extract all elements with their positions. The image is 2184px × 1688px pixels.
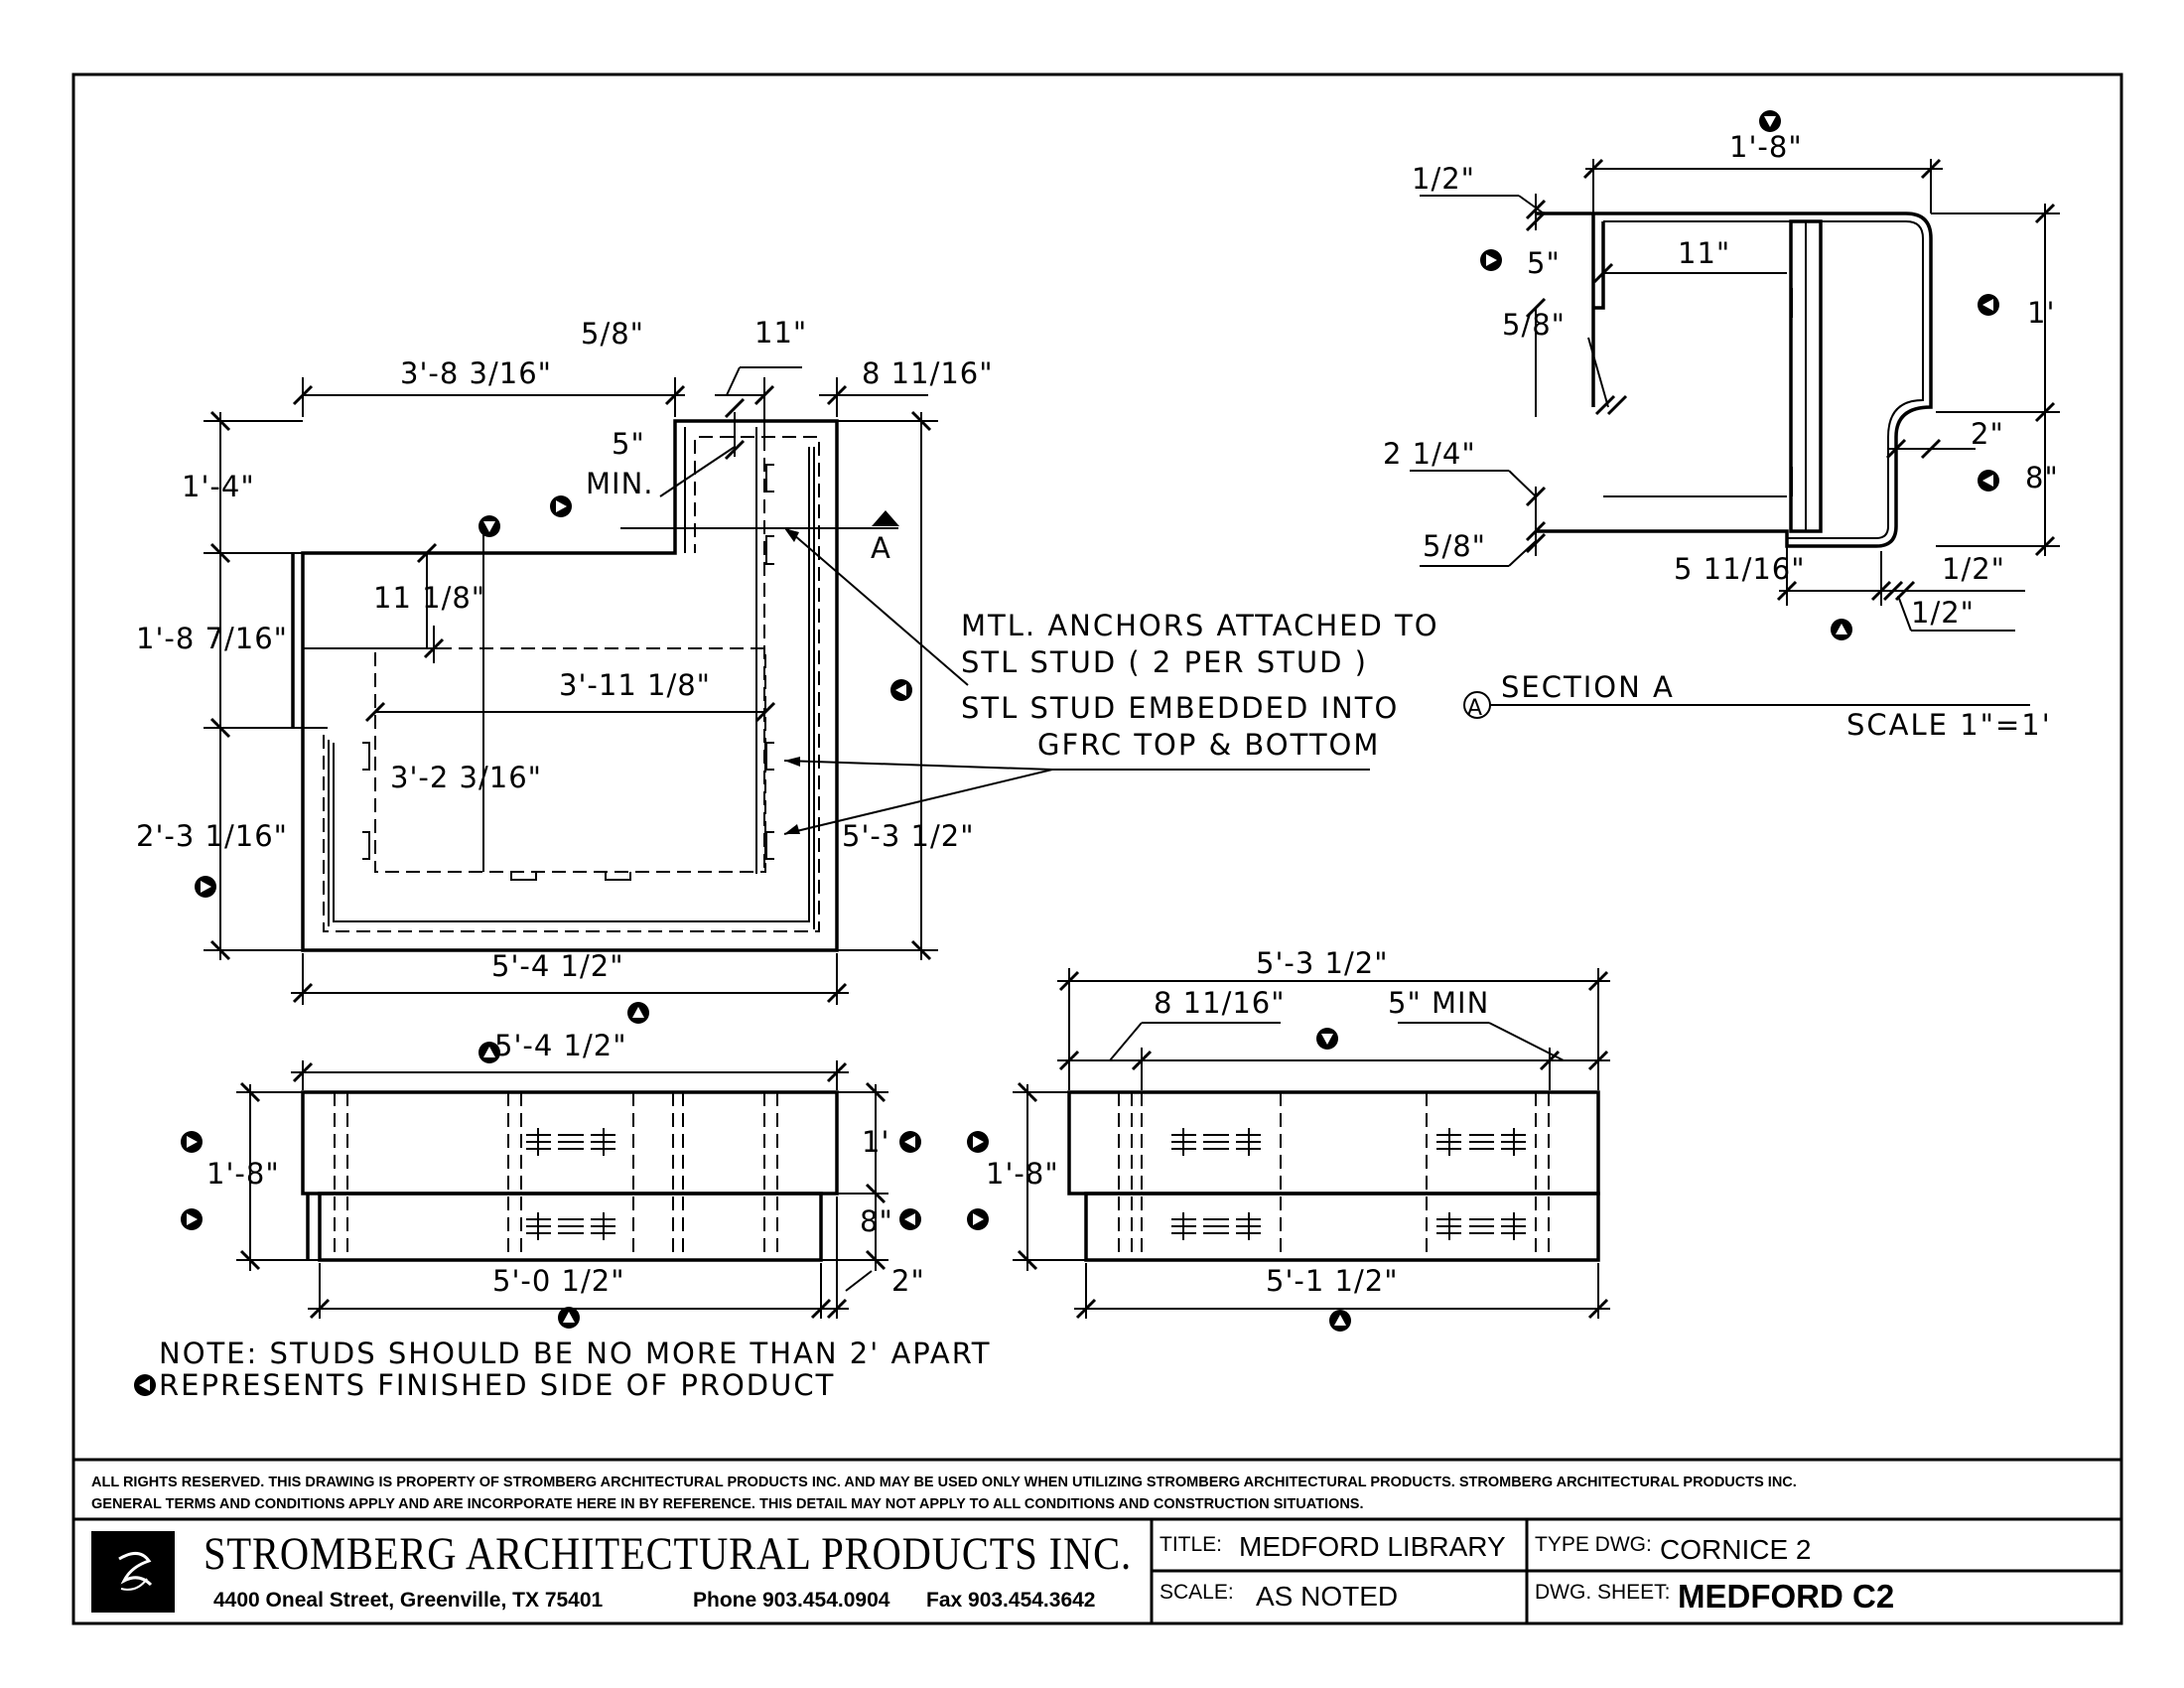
dim-elevR-height: 1'-8" [986, 1157, 1059, 1191]
dim-section-five-eighths: 5/8" [1502, 308, 1566, 342]
dim-section-top-width: 1'-8" [1729, 130, 1803, 164]
company-fax: Fax 903.454.3642 [926, 1589, 1095, 1612]
dim-elevR-top: 5'-3 1/2" [1256, 946, 1389, 980]
dim-plan-min-word: MIN. [586, 467, 654, 500]
dim-section-two-quarter: 2 1/4" [1383, 437, 1476, 471]
type-value: CORNICE 2 [1660, 1534, 1811, 1565]
type-label: TYPE DWG: [1535, 1533, 1652, 1556]
dim-plan-inner-depth: 3'-2 3/16" [390, 761, 542, 794]
dim-plan-min-value: 5" [612, 427, 645, 461]
plan-view: A [136, 316, 1370, 1024]
dim-plan-top-left: 3'-8 3/16" [400, 356, 552, 390]
title-block: ALL RIGHTS RESERVED. THIS DRAWING IS PRO… [73, 1458, 2121, 1623]
section-cut-label: A [871, 531, 891, 565]
dim-elevL-bottom: 5'-0 1/2" [492, 1264, 625, 1298]
dim-elevL-height: 1'-8" [206, 1157, 280, 1191]
stud-note-line1: STL STUD EMBEDDED INTO [961, 691, 1399, 725]
dim-section-eight: 8" [2025, 461, 2059, 494]
dim-elevR-min: 5" MIN [1388, 986, 1489, 1020]
note-finished-side: REPRESENTS FINISHED SIDE OF PRODUCT [159, 1368, 835, 1402]
dim-plan-bottom-total: 5'-4 1/2" [491, 949, 624, 983]
dim-plan-top-right: 8 11/16" [862, 356, 994, 390]
dim-section-half-b2: 1/2" [1911, 596, 1975, 630]
legal-line1: ALL RIGHTS RESERVED. THIS DRAWING IS PRO… [91, 1475, 1797, 1490]
company-name: STROMBERG ARCHITECTURAL PRODUCTS INC. [204, 1528, 1132, 1580]
company-address: 4400 Oneal Street, Greenville, TX 75401 [213, 1589, 604, 1612]
dim-elevR-bottom: 5'-1 1/2" [1266, 1264, 1399, 1298]
section-title: SECTION A [1501, 670, 1675, 704]
dim-plan-left-1: 1'-4" [182, 470, 255, 503]
dim-section-five-eleven: 5 11/16" [1674, 552, 1806, 586]
dim-elevL-lower: 8" [860, 1204, 893, 1238]
section-scale: SCALE 1"=1' [1846, 708, 2052, 742]
dim-section-one-foot: 1' [2027, 296, 2055, 330]
dim-elevL-upper: 1' [862, 1125, 889, 1159]
dim-section-five-eighths-b: 5/8" [1423, 529, 1486, 563]
company-logo [91, 1531, 175, 1613]
left-elevation: 5'-4 1/2" 1'-8" 1' 8" 5'-0 1/2" 2" [181, 1029, 925, 1329]
title-value: MEDFORD LIBRARY [1239, 1531, 1506, 1562]
sheet-border [71, 72, 2123, 1625]
legal-line2: GENERAL TERMS AND CONDITIONS APPLY AND A… [91, 1496, 1364, 1512]
dim-plan-right-total: 5'-3 1/2" [842, 819, 975, 853]
scale-label: SCALE: [1160, 1581, 1234, 1604]
company-phone: Phone 903.454.0904 [693, 1589, 890, 1612]
dim-section-five: 5" [1527, 246, 1561, 280]
dim-plan-inner-small: 11 1/8" [373, 581, 485, 615]
note-studs: NOTE: STUDS SHOULD BE NO MORE THAN 2' AP… [159, 1336, 992, 1370]
dim-elevL-offset: 2" [891, 1264, 925, 1298]
sheet-value: MEDFORD C2 [1678, 1578, 1894, 1615]
anchor-note-line1: MTL. ANCHORS ATTACHED TO [961, 609, 1439, 642]
dim-plan-top-mid: 11" [754, 316, 807, 350]
title-label: TITLE: [1160, 1533, 1222, 1556]
dim-plan-left-2: 1'-8 7/16" [136, 622, 288, 655]
dim-section-half-b1: 1/2" [1942, 552, 2005, 586]
dim-section-half-top: 1/2" [1412, 162, 1475, 196]
section-bubble-label: A [1467, 696, 1483, 721]
sheet-label: DWG. SHEET: [1535, 1581, 1671, 1604]
section-a-detail: 1'-8" 1/2" 5" 11" 5/8" 1' 2 1/4" 2" 8" 5… [1383, 110, 2060, 742]
right-elevation: 5'-3 1/2" 8 11/16" 5" MIN 1'-8" 5'-1 1/2… [967, 946, 1610, 1332]
dim-section-two-inch: 2" [1971, 417, 2004, 451]
dim-plan-inner-width: 3'-11 1/8" [559, 668, 711, 702]
scale-value: AS NOTED [1256, 1581, 1398, 1612]
dim-plan-small-top: 5/8" [581, 317, 644, 351]
anchor-note-line2: STL STUD ( 2 PER STUD ) [961, 645, 1368, 679]
dim-plan-left-3: 2'-3 1/16" [136, 819, 288, 853]
stud-note-line2: GFRC TOP & BOTTOM [1037, 728, 1380, 762]
dim-elevL-top: 5'-4 1/2" [494, 1029, 627, 1062]
dim-elevR-left-off: 8 11/16" [1154, 986, 1286, 1020]
dim-section-eleven: 11" [1678, 236, 1730, 270]
